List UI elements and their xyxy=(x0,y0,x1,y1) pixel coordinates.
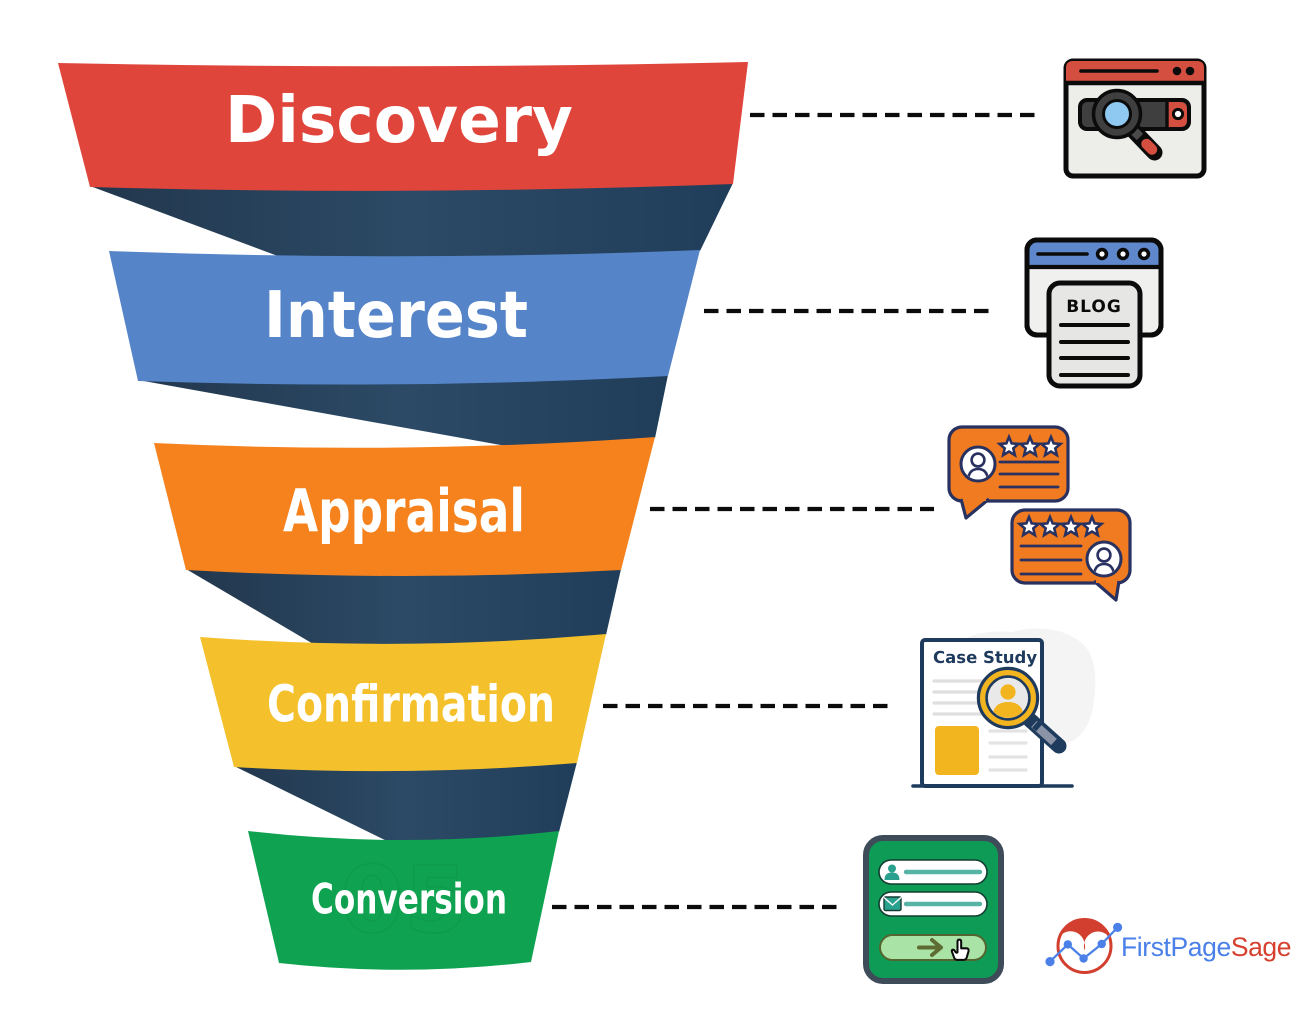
search-bar-button-dot xyxy=(1171,107,1185,121)
funnel-band-discovery xyxy=(58,62,748,191)
blog-icon-label: BLOG xyxy=(1066,297,1122,317)
logo-trend-point xyxy=(1045,957,1055,967)
blog-browser-window-dots xyxy=(1095,247,1151,261)
funnel-labels: Discovery Interest Appraisal Confirmatio… xyxy=(225,84,573,924)
cursor-hand-shape xyxy=(950,938,970,961)
customer-reviews-icon xyxy=(947,425,1132,602)
browser-window-dot xyxy=(1172,66,1182,76)
stage-label-appraisal: Appraisal xyxy=(283,477,525,546)
review-bubble-2 xyxy=(1010,508,1132,602)
blog-document-text-lines xyxy=(1059,323,1130,377)
ribbon-fold-4 xyxy=(234,762,577,843)
review-star-row xyxy=(999,437,1060,455)
stage-label-interest: Interest xyxy=(264,279,528,353)
browser-window-dot-center xyxy=(1099,251,1105,257)
logo-trend-point xyxy=(1063,940,1073,949)
reviewer-avatar-icon xyxy=(961,447,995,482)
blog-browser-title-bar xyxy=(1027,240,1161,266)
ribbon-fold-3 xyxy=(186,569,621,646)
magnifier-lens xyxy=(1102,99,1132,129)
lens-person-head xyxy=(1000,684,1016,700)
review-bubble-tail xyxy=(1092,579,1121,602)
reviewer-avatar-icon xyxy=(1087,542,1121,577)
review-bubble-tail xyxy=(959,497,991,520)
logo-trend-point xyxy=(1113,922,1123,933)
envelope-icon-flap xyxy=(883,896,902,906)
stage-label-discovery: Discovery xyxy=(225,84,573,158)
person-icon-head xyxy=(888,864,896,873)
funnel-band-conversion xyxy=(248,831,559,970)
review-text-lines xyxy=(998,460,1060,489)
stage-label-confirmation: Confirmation xyxy=(267,676,555,735)
submit-arrow-head xyxy=(930,938,943,957)
cursor-hand-icon xyxy=(950,938,970,961)
magnifier-handle-cap xyxy=(1141,138,1158,155)
firstpagesage-logo: FirstPageSage xyxy=(1045,918,1292,974)
signup-form-icon xyxy=(863,835,1004,984)
logo-trend-points xyxy=(1045,922,1123,967)
review-bubble-1 xyxy=(947,425,1070,520)
case-study-icon: Case Study xyxy=(911,628,1096,788)
person-icon-body xyxy=(884,872,900,880)
case-study-image-placeholder xyxy=(935,726,979,775)
funnel-band-interest xyxy=(109,250,700,385)
blog-page-icon: BLOG xyxy=(1024,237,1164,389)
form-field-email xyxy=(878,891,988,917)
review-text-lines xyxy=(1019,544,1083,576)
case-study-title: Case Study xyxy=(933,648,1037,667)
funnel-bands xyxy=(58,62,748,970)
ribbon-fold-1 xyxy=(90,183,733,258)
case-study-magnifier-ring-outer-outline xyxy=(976,666,1040,730)
browser-window-dot-center xyxy=(1141,251,1147,257)
logo-mark xyxy=(1045,918,1123,974)
stage-number-watermark: 05 xyxy=(340,847,468,954)
browser-search-icon xyxy=(1063,58,1207,179)
case-study-magnifier-ring-inner-outline xyxy=(985,675,1031,721)
logo-heart-cap xyxy=(1059,919,1110,943)
magnifier-handle-grip xyxy=(1130,127,1144,141)
form-field-name xyxy=(878,859,988,885)
logo-heart-cleft xyxy=(1083,942,1086,951)
logo-wordmark-firstpage: FirstPage xyxy=(1121,932,1231,962)
logo-wordmark-sage: Sage xyxy=(1231,932,1291,962)
browser-window-dot xyxy=(1185,66,1195,76)
case-study-magnifier-handle-band xyxy=(1032,721,1042,732)
stage-connectors xyxy=(552,112,1035,910)
stage-label-conversion: Conversion xyxy=(311,875,507,924)
logo-wordmark: FirstPageSage xyxy=(1121,932,1291,962)
funnel-band-appraisal xyxy=(154,437,655,576)
magnifier-rim xyxy=(1094,91,1140,137)
magnifier-rim-outline xyxy=(1091,88,1143,140)
case-study-text-lines-right xyxy=(988,729,1028,772)
logo-trend-point xyxy=(1097,939,1106,949)
funnel-ribbon-folds xyxy=(90,183,733,843)
browser-window-dot-center xyxy=(1120,251,1126,257)
form-submit-button xyxy=(879,934,987,961)
case-study-person-in-lens xyxy=(992,684,1024,718)
lens-person-shoulders xyxy=(992,702,1024,718)
logo-trend-point xyxy=(1079,954,1088,963)
blog-document xyxy=(1046,280,1143,389)
ribbon-fold-2 xyxy=(138,375,668,447)
funnel-band-confirmation xyxy=(200,634,606,772)
